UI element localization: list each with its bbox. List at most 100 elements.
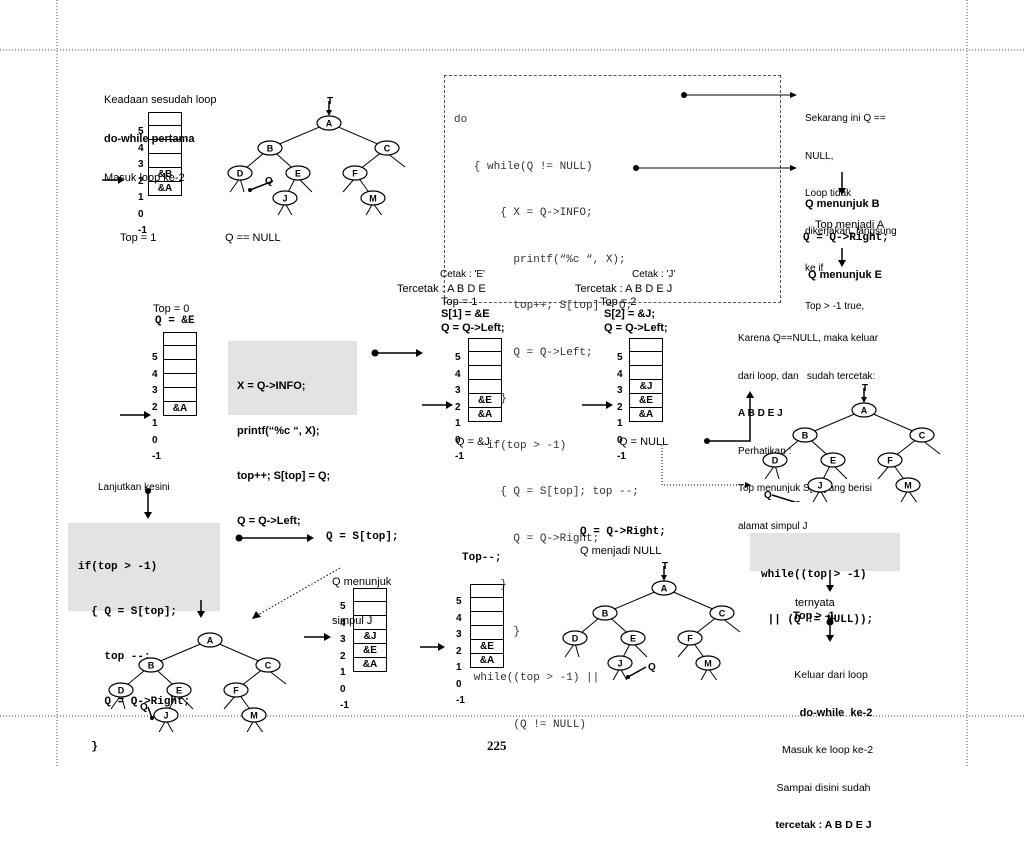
tree-node [342,165,368,181]
code-line: while((top > -1) || [454,672,600,684]
if-code-box [68,523,220,611]
code-arrows [633,92,797,171]
tree-node-label: F [687,634,693,644]
note-line: Karena Q==NULL, maka keluar [738,333,879,344]
tree-node-label: C [919,431,926,441]
q-right-code: Q = Q->Right; [803,232,889,244]
top-dec: Top--; [462,552,502,564]
gray-code-box [228,341,357,415]
tree-node-label: M [250,711,258,721]
tree-node [895,477,921,493]
stack-cell: &E [470,640,504,654]
tree-node-label: B [802,431,809,441]
note-line: dikerjakan, langsung [805,225,897,237]
tree-node [197,632,223,648]
top-marker: T [862,383,868,394]
tree-node-label: F [233,686,239,696]
code-line: } [454,625,521,638]
tree-node-label: F [352,169,358,179]
stack-index: 4 [340,617,346,629]
q-bottom: Q = NULL [619,436,669,448]
code-listing: do { while(Q != NULL) { X = Q->INFO; pri… [454,82,639,749]
stack-cell: &A [163,402,197,416]
stack-5: &J &E &A [353,588,387,672]
note-line: Sekarang ini Q == [805,113,886,124]
code-line: if(top > -1) [454,439,567,452]
stack-index: 1 [456,662,462,673]
stack-index: 3 [617,385,623,396]
top-pointer-arrow [326,110,332,116]
note-line: alamat simpul J [738,520,808,532]
top-marker: T [662,561,668,572]
stack-index: 2 [455,401,461,413]
arrow-icon [420,643,445,651]
q-menunjuk: Q menunjuk simpul J [332,550,391,641]
stack-index: 3 [455,385,461,396]
stack-index: 2 [617,401,623,413]
code-line: X = Q->INFO; [237,380,306,392]
stack-index: 1 [138,192,144,203]
stack-index: 0 [138,208,144,220]
tree-node-label: E [295,169,301,179]
tree-node [223,682,249,698]
note-line: Perhatikan : [738,445,792,457]
right-note: Sekarang ini Q == NULL, Loop tidak diker… [805,88,897,326]
top-pointer-arrow [661,575,667,581]
stack-index: 5 [456,596,462,607]
stack-index: 3 [138,159,144,170]
tree-node-label: J [817,481,822,491]
tree-node [762,452,788,468]
stack-index: 4 [617,368,623,380]
tree-node [562,630,588,646]
stack-index: 3 [456,629,462,640]
tree-node-label: C [719,609,726,619]
q-marker: Q [764,490,772,501]
q-right: Q = Q->Right; [580,526,666,538]
tree-node-label: E [176,686,182,696]
q-pointer-arrow [248,188,252,192]
cetak-j: Cetak : 'J' [632,269,676,280]
karena-note: Karena Q==NULL, maka keluar dari loop, d… [738,308,878,546]
q-marker: Q [265,176,273,187]
code-line: (Q != NULL) [454,718,587,731]
tree-node [138,657,164,673]
stack-index: 4 [456,612,462,624]
code-line: { Q = S[top]; top --; [454,486,639,498]
tree-node [166,682,192,698]
q-pointer-arrow [796,501,800,502]
down-arrows [838,172,846,267]
note-line: A B D E J [738,408,783,419]
stack-index: 4 [152,368,158,380]
stack-index: 2 [152,401,158,413]
stack-index: 0 [455,434,461,446]
tree-node [153,707,179,723]
arrow-icon [235,534,314,542]
stack-index: 4 [455,368,461,380]
stack-index: 1 [455,418,461,429]
top-label: Top = 2 [600,296,637,308]
code-line: Q = Q->Left; [237,515,301,527]
code-line: Q = Q->Right; [78,696,191,708]
down-arrows [826,570,834,642]
tree-node-label: J [282,194,287,204]
tree-node-label: B [148,661,155,671]
stack-index: 0 [152,434,158,446]
code-box [444,75,781,303]
tree-node-label: E [830,456,836,466]
q-menunjuk-b: Q menunjuk B [805,198,880,210]
tree-node [374,140,400,156]
stack-index: 0 [617,434,623,446]
stack-index: 2 [340,650,346,662]
tree-node [877,452,903,468]
arrow-icon [102,176,124,184]
code-line: Q = Q->Left; [454,346,593,359]
tree-node [709,605,735,621]
stack-index: -1 [455,451,464,462]
stack-index: 2 [138,175,144,187]
q-pointer-arrow [771,494,798,502]
